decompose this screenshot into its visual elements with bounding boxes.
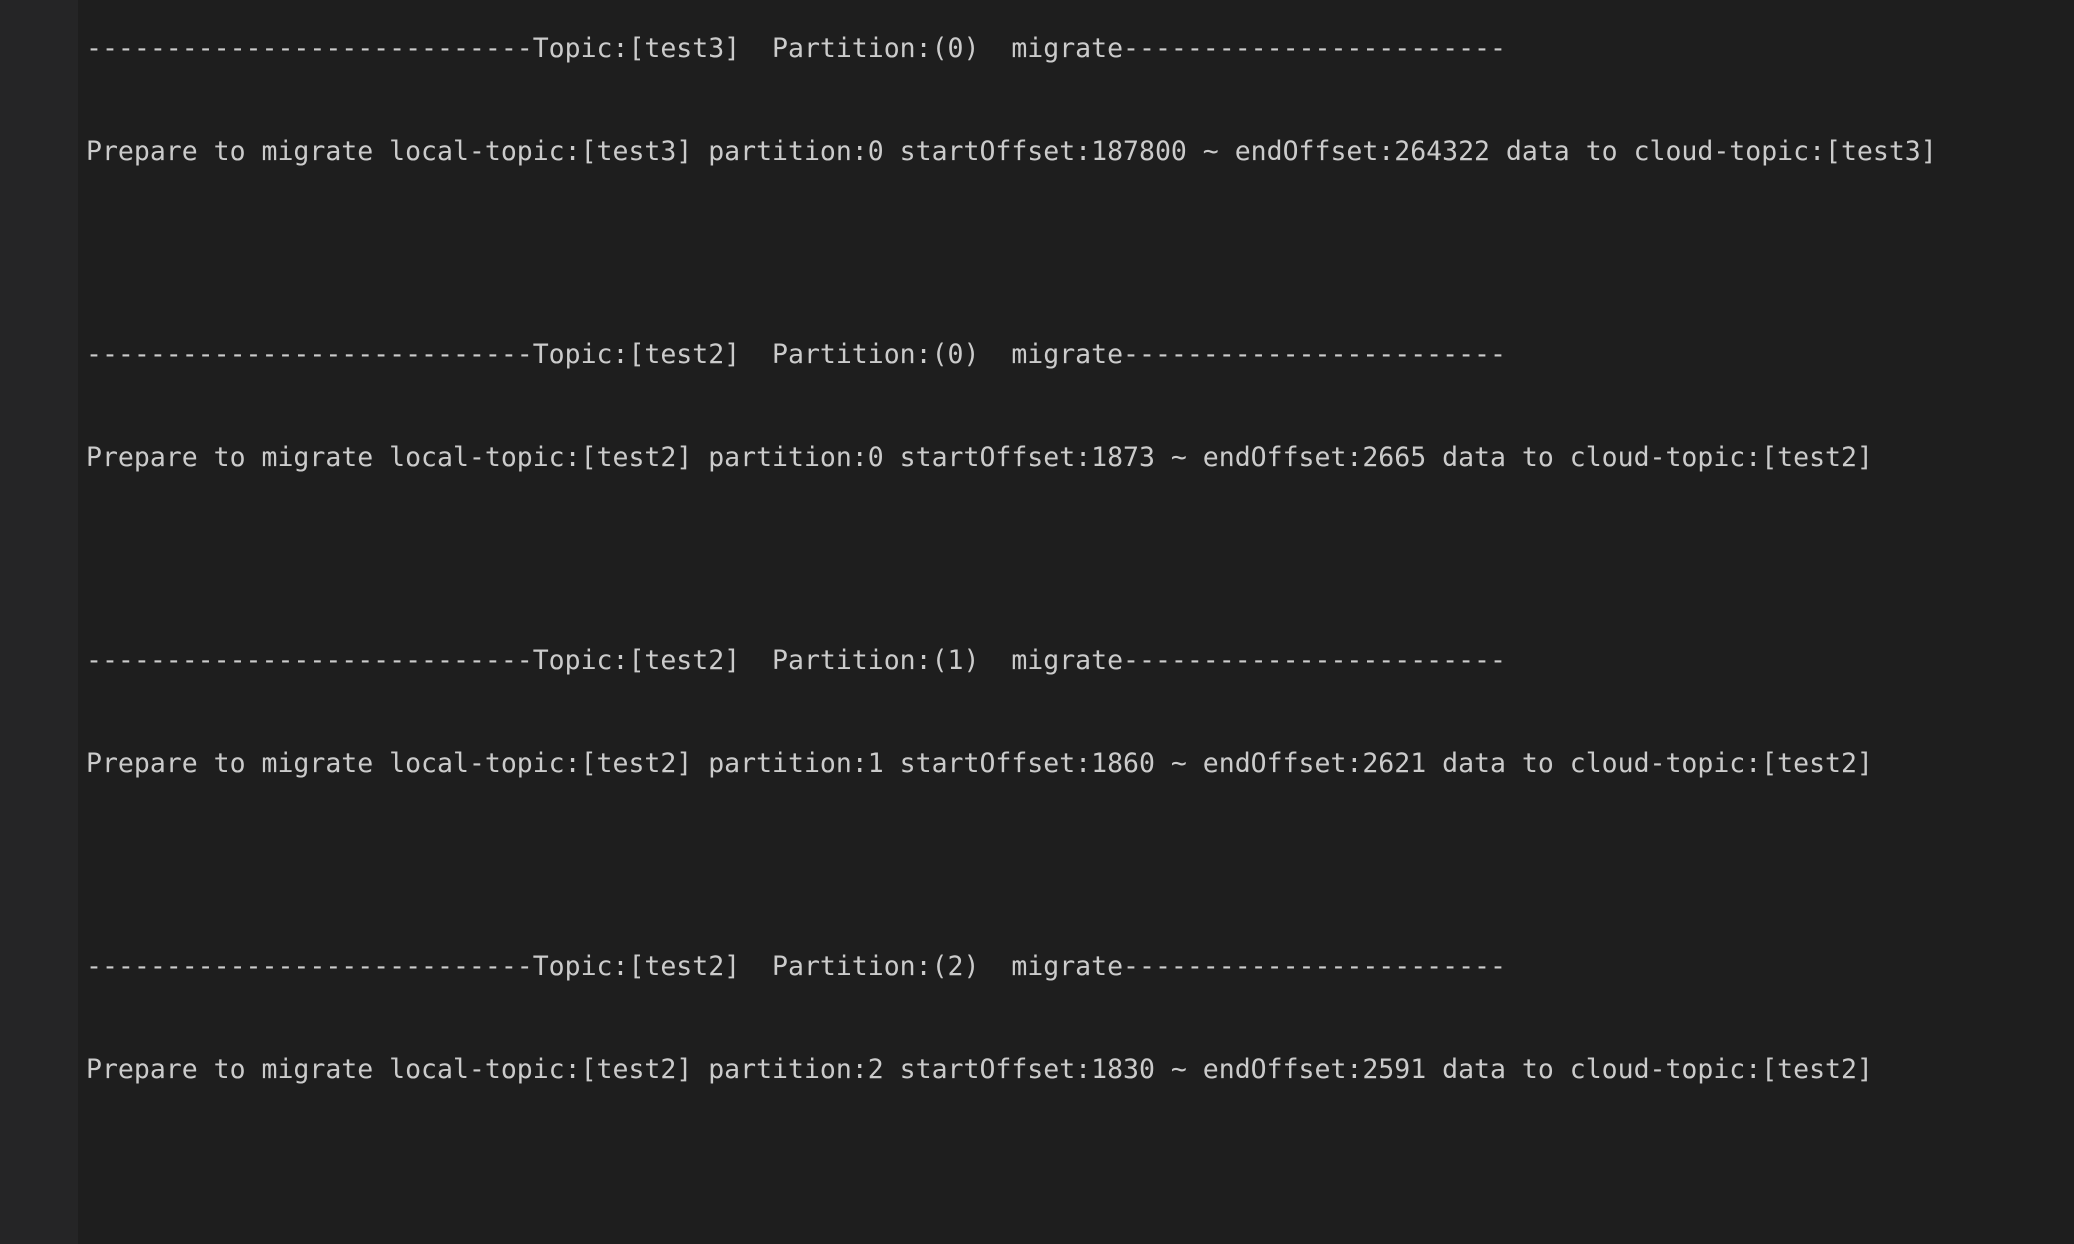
log-body-line: Prepare to migrate local-topic:[test2] p… [86, 1054, 1873, 1085]
migration-log-block: ----------------------------Topic:[test2… [86, 951, 2074, 1086]
log-body-line: Prepare to migrate local-topic:[test2] p… [86, 442, 1873, 473]
log-body-line: Prepare to migrate local-topic:[test2] p… [86, 748, 1873, 779]
log-content: ----------------------------Topic:[test3… [86, 33, 2074, 1086]
log-body-line: Prepare to migrate local-topic:[test3] p… [86, 136, 1937, 167]
log-header-line: ----------------------------Topic:[test2… [86, 951, 1506, 982]
log-header-line: ----------------------------Topic:[test2… [86, 339, 1506, 370]
migration-log-block: ----------------------------Topic:[test2… [86, 645, 2074, 780]
log-header-line: ----------------------------Topic:[test3… [86, 33, 1506, 64]
terminal-gutter [0, 0, 78, 1244]
migration-log-block: ----------------------------Topic:[test2… [86, 339, 2074, 474]
migration-log-block: ----------------------------Topic:[test3… [86, 33, 2074, 168]
log-header-line: ----------------------------Topic:[test2… [86, 645, 1506, 676]
